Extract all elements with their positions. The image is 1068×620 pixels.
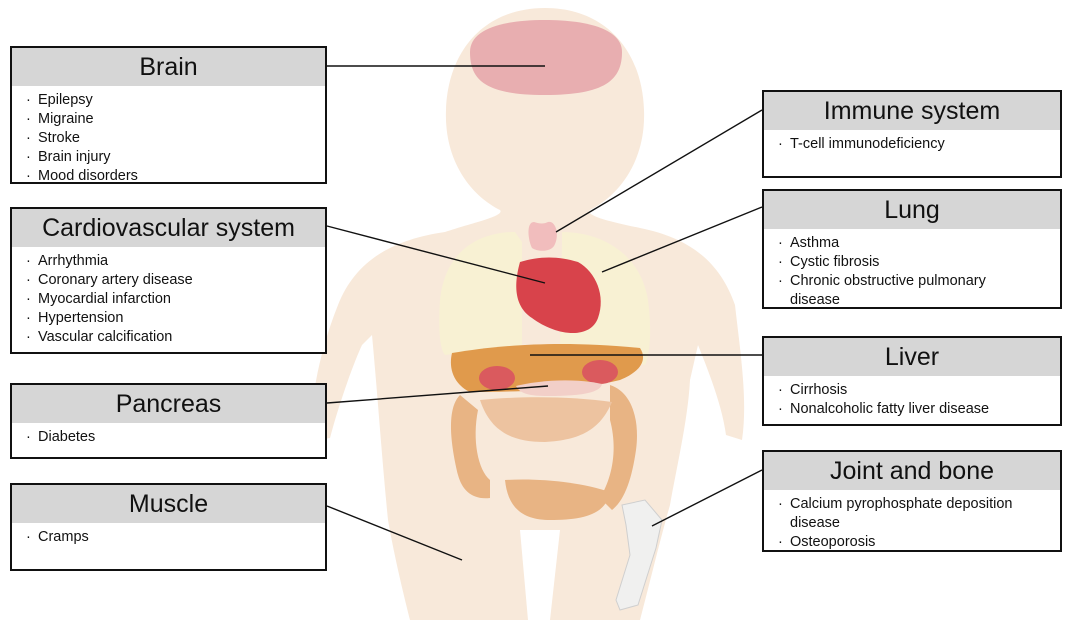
list-item: Stroke [26, 129, 321, 148]
list-item: Cramps [26, 528, 321, 547]
joint-and-bone-panel: Joint and bone Calcium pyrophosphate dep… [762, 450, 1062, 552]
liver-disease-list: Cirrhosis Nonalcoholic fatty liver disea… [764, 376, 1060, 423]
cardiovascular-panel: Cardiovascular system Arrhythmia Coronar… [10, 207, 327, 354]
list-item: Cirrhosis [778, 381, 1056, 400]
list-item: Coronary artery disease [26, 271, 321, 290]
list-item: Myocardial infarction [26, 290, 321, 309]
brain-panel-title: Brain [12, 48, 325, 86]
list-item: Arrhythmia [26, 252, 321, 271]
left-kidney [479, 366, 515, 390]
list-item: Hypertension [26, 309, 321, 328]
joint-disease-list: Calcium pyrophosphate deposition disease… [764, 490, 1060, 556]
list-item: Cystic fibrosis [778, 253, 1056, 272]
immune-system-panel-title: Immune system [764, 92, 1060, 130]
pancreas-panel: Pancreas Diabetes [10, 383, 327, 459]
list-item: Mood disorders [26, 167, 321, 186]
joint-and-bone-panel-title: Joint and bone [764, 452, 1060, 490]
list-item: Brain injury [26, 148, 321, 167]
muscle-panel-title: Muscle [12, 485, 325, 523]
list-item: Chronic obstructive pulmonary disease [778, 272, 990, 310]
liver-panel: Liver Cirrhosis Nonalcoholic fatty liver… [762, 336, 1062, 426]
right-kidney [582, 360, 618, 384]
immune-system-panel: Immune system T-cell immunodeficiency [762, 90, 1062, 178]
list-item: Migraine [26, 110, 321, 129]
list-item: Diabetes [26, 428, 321, 447]
brain-disease-list: Epilepsy Migraine Stroke Brain injury Mo… [12, 86, 325, 190]
cardiovascular-disease-list: Arrhythmia Coronary artery disease Myoca… [12, 247, 325, 351]
list-item: Osteoporosis [778, 533, 1056, 552]
list-item: Calcium pyrophosphate deposition disease [778, 495, 1062, 533]
muscle-disease-list: Cramps [12, 523, 325, 551]
cardiovascular-panel-title: Cardiovascular system [12, 209, 325, 247]
list-item: Asthma [778, 234, 1056, 253]
pancreas-disease-list: Diabetes [12, 423, 325, 451]
immune-disease-list: T-cell immunodeficiency [764, 130, 1060, 158]
list-item: Vascular calcification [26, 328, 321, 347]
list-item: Epilepsy [26, 91, 321, 110]
list-item: T-cell immunodeficiency [778, 135, 1056, 154]
thymus-organ [529, 222, 557, 251]
list-item: Nonalcoholic fatty liver disease [778, 400, 1056, 419]
brain-organ [470, 20, 622, 95]
muscle-panel: Muscle Cramps [10, 483, 327, 571]
lung-disease-list: Asthma Cystic fibrosis Chronic obstructi… [764, 229, 1060, 314]
lung-panel: Lung Asthma Cystic fibrosis Chronic obst… [762, 189, 1062, 309]
brain-panel: Brain Epilepsy Migraine Stroke Brain inj… [10, 46, 327, 184]
liver-panel-title: Liver [764, 338, 1060, 376]
pancreas-panel-title: Pancreas [12, 385, 325, 423]
lung-panel-title: Lung [764, 191, 1060, 229]
